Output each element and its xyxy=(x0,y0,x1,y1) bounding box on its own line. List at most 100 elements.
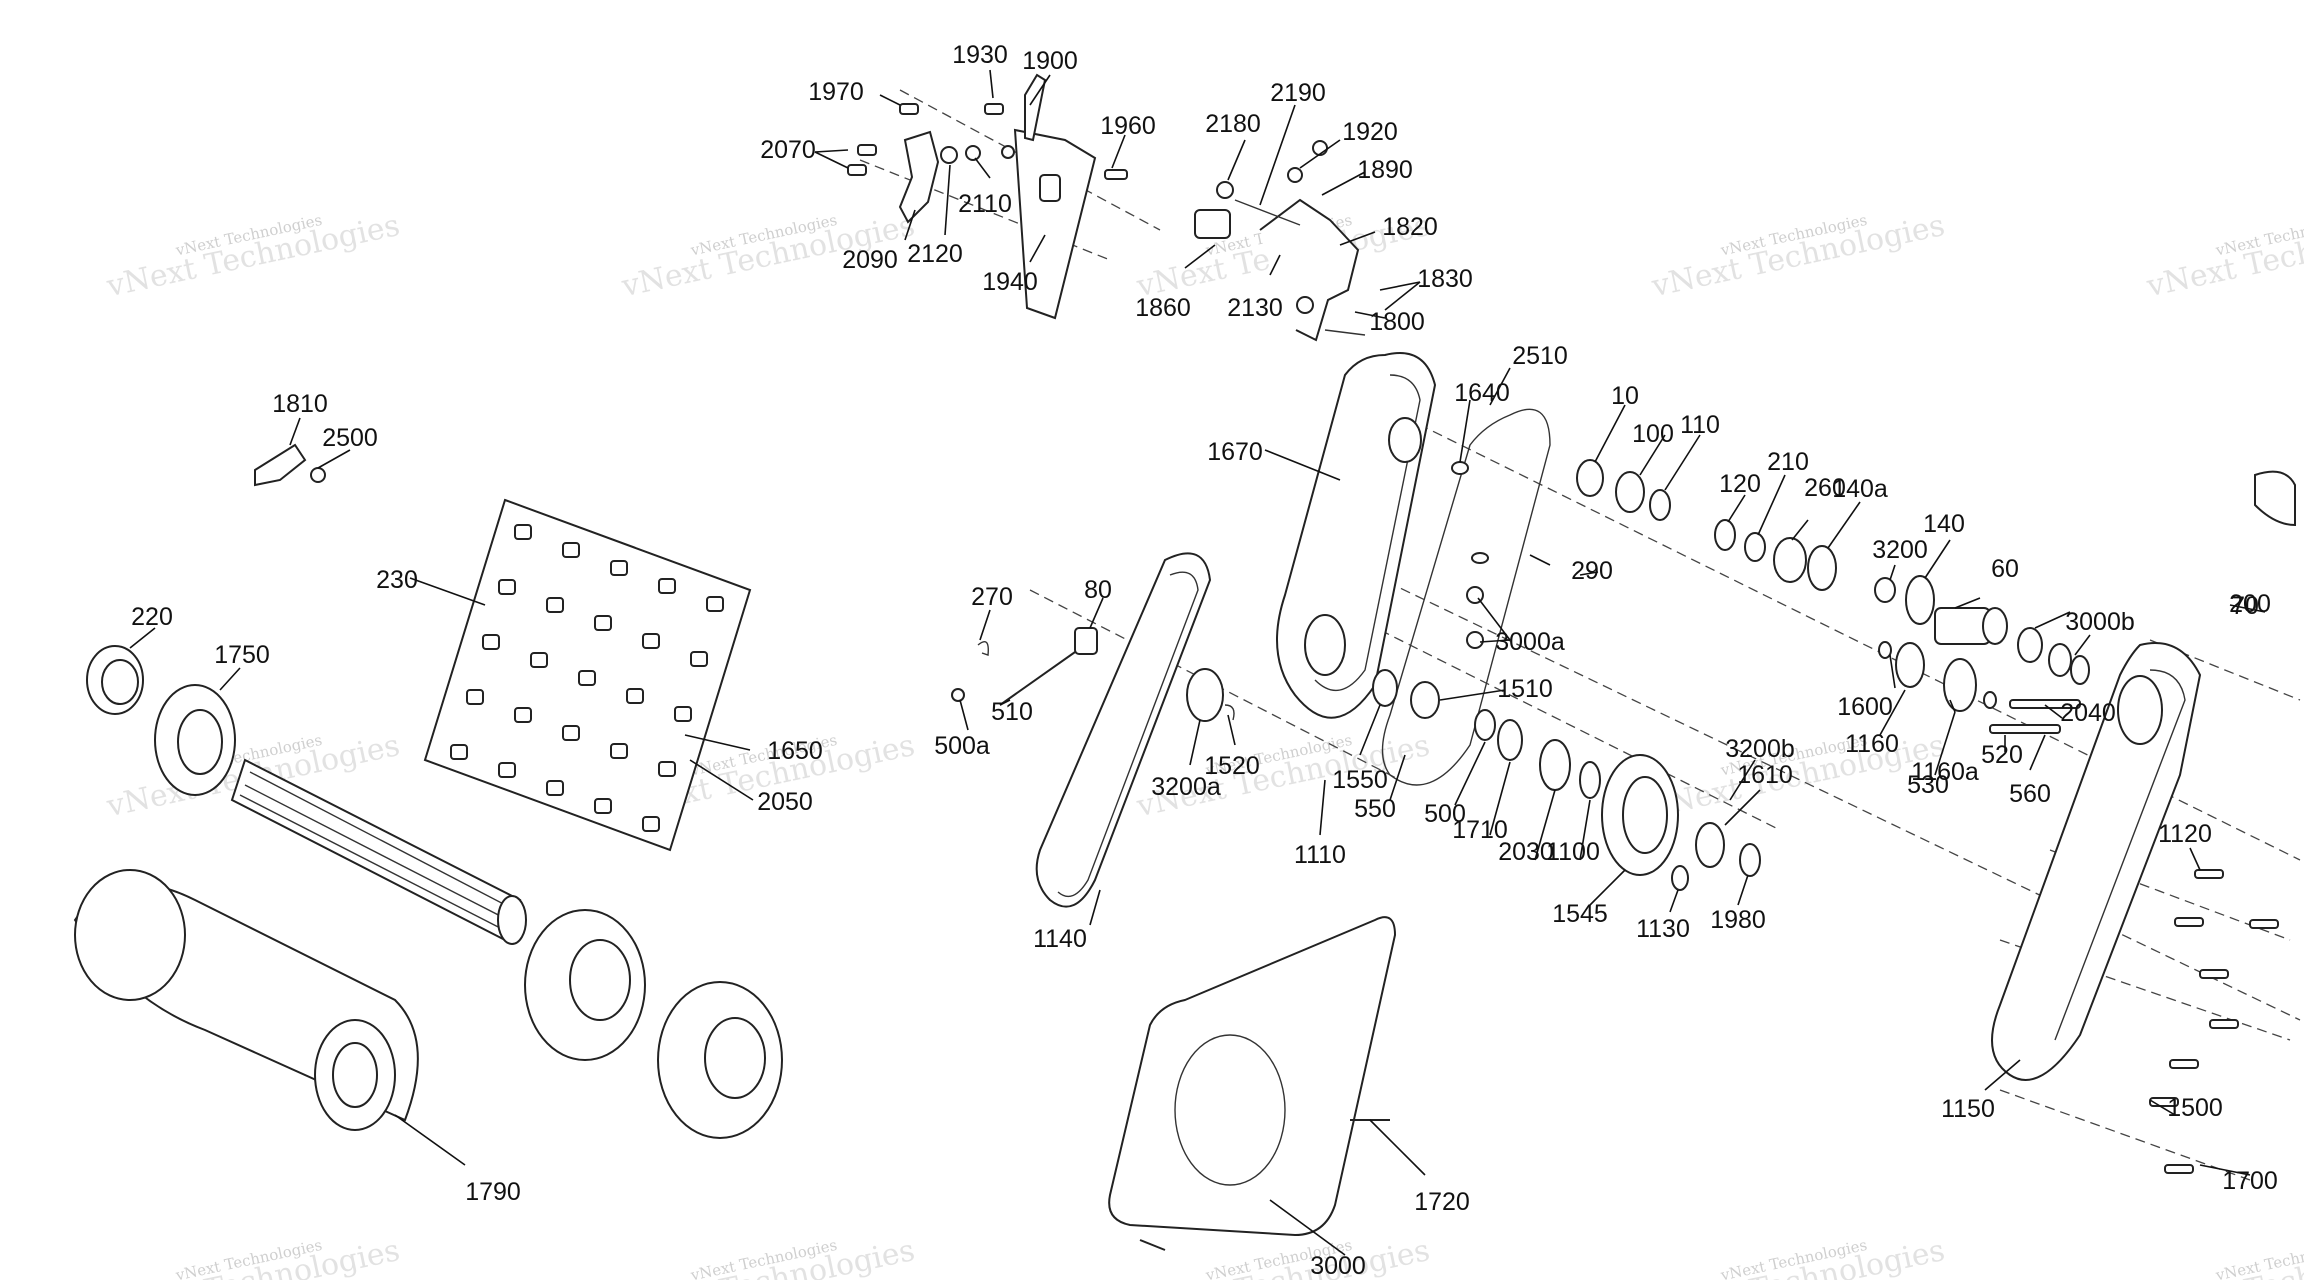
gasket-1640 xyxy=(1381,408,1551,786)
cleat xyxy=(562,725,580,741)
seal-3000b xyxy=(86,645,144,715)
callout-3200a: 3200a xyxy=(1151,773,1221,801)
callout-120: 120 xyxy=(1719,470,1761,498)
callout-560: 560 xyxy=(2009,780,2051,808)
callout-3200b: 3200b xyxy=(1725,735,1795,763)
assembly-axes xyxy=(859,89,2301,1181)
callout-1820: 1820 xyxy=(1382,213,1438,241)
callout-110: 110 xyxy=(1680,411,1720,439)
callout-1100: 1100 xyxy=(1546,838,1600,866)
callout-2510: 2510 xyxy=(1512,342,1568,370)
callout-510: 510 xyxy=(991,698,1033,726)
callout-2040: 2040 xyxy=(2060,699,2116,727)
callout-3200: 3200 xyxy=(1872,536,1928,564)
cleat xyxy=(642,816,660,832)
rod-1600 xyxy=(951,627,1098,706)
cleat xyxy=(610,743,628,759)
callout-3000a: 3000a xyxy=(1495,628,1565,656)
callout-2070: 2070 xyxy=(760,136,816,164)
callout-220: 220 xyxy=(131,603,173,631)
callout-200: 200 xyxy=(2229,590,2271,618)
callout-1940: 1940 xyxy=(982,268,1038,296)
callout-70: 70 xyxy=(2231,592,2259,620)
callout-2190: 2190 xyxy=(1270,79,1326,107)
callout-2130: 2130 xyxy=(1227,294,1283,322)
callout-500: 500 xyxy=(1424,800,1466,828)
callout-1860: 1860 xyxy=(1135,294,1191,322)
callout-60: 60 xyxy=(1991,555,2019,583)
shifter-linkage-parts xyxy=(898,73,1366,342)
plate-3000a xyxy=(154,684,236,796)
callout-1610: 1610 xyxy=(1737,761,1793,789)
callout-1790: 1790 xyxy=(465,1178,521,1206)
callout-1545: 1545 xyxy=(1552,900,1608,928)
callout-1750: 1750 xyxy=(214,641,270,669)
callout-1710: 1710 xyxy=(1452,816,1508,844)
callout-1670: 1670 xyxy=(1207,438,1263,466)
callout-260: 260 xyxy=(1804,474,1846,502)
callout-1150: 1150 xyxy=(1941,1095,1995,1123)
callout-1900: 1900 xyxy=(1022,47,1078,75)
callout-1810: 1810 xyxy=(272,390,328,418)
callout-1960: 1960 xyxy=(1100,112,1156,140)
callout-1800: 1800 xyxy=(1369,308,1425,336)
cleat xyxy=(690,651,708,667)
cleat xyxy=(466,689,484,705)
bearings-center xyxy=(1451,459,2090,734)
cleat xyxy=(642,633,660,649)
callout-1640: 1640 xyxy=(1454,379,1510,407)
bolts-right xyxy=(2149,869,2279,1174)
cleat xyxy=(546,597,564,613)
right-housing-1700 xyxy=(1991,470,2296,1081)
callout-140: 140 xyxy=(1923,510,1965,538)
cleat xyxy=(514,524,532,540)
cleat xyxy=(610,560,628,576)
callout-1160a: 1160a xyxy=(1911,758,1979,786)
callout-2030: 2030 xyxy=(1498,838,1554,866)
svg-text:vNext Technologies: vNext Technologies xyxy=(1648,728,1948,824)
callout-1830: 1830 xyxy=(1417,265,1473,293)
cleat xyxy=(498,579,516,595)
callout-1600: 1600 xyxy=(1837,693,1893,721)
bolts-upper-left xyxy=(847,103,1128,180)
callout-1980: 1980 xyxy=(1710,906,1766,934)
drive-belt-1500 xyxy=(1035,552,1212,908)
callout-530: 530 xyxy=(1907,771,1949,799)
cleat xyxy=(562,542,580,558)
callout-1720: 1720 xyxy=(1414,1188,1470,1216)
callout-1970: 1970 xyxy=(808,78,864,106)
cleat-panel-3200 xyxy=(423,498,752,852)
callout-3000: 3000 xyxy=(1310,1252,1366,1280)
callout-2050: 2050 xyxy=(757,788,813,816)
callout-1930: 1930 xyxy=(952,41,1008,69)
callout-1160: 1160 xyxy=(1845,730,1899,758)
svg-text:vNext Technologies: vNext Technologies xyxy=(103,208,403,304)
callout-80: 80 xyxy=(1084,576,1112,604)
callout-270: 270 xyxy=(971,583,1013,611)
cleat xyxy=(530,652,548,668)
callout-2110: 2110 xyxy=(958,190,1012,218)
cleat xyxy=(578,670,596,686)
callout-1520: 1520 xyxy=(1204,752,1260,780)
cleat xyxy=(658,578,676,594)
cleat xyxy=(674,706,692,722)
cleat xyxy=(658,761,676,777)
callout-1140: 1140 xyxy=(1033,925,1087,953)
cleat xyxy=(546,780,564,796)
cleat xyxy=(594,615,612,631)
callout-1110: 1110 xyxy=(1294,841,1346,869)
cleat xyxy=(706,596,724,612)
cleat xyxy=(626,688,644,704)
callout-500a: 500a xyxy=(934,732,990,760)
callout-1510: 1510 xyxy=(1497,675,1553,703)
callout-1890: 1890 xyxy=(1357,156,1413,184)
leader-lines xyxy=(129,69,2266,1256)
chaincase-housing-10 xyxy=(1276,352,1437,719)
